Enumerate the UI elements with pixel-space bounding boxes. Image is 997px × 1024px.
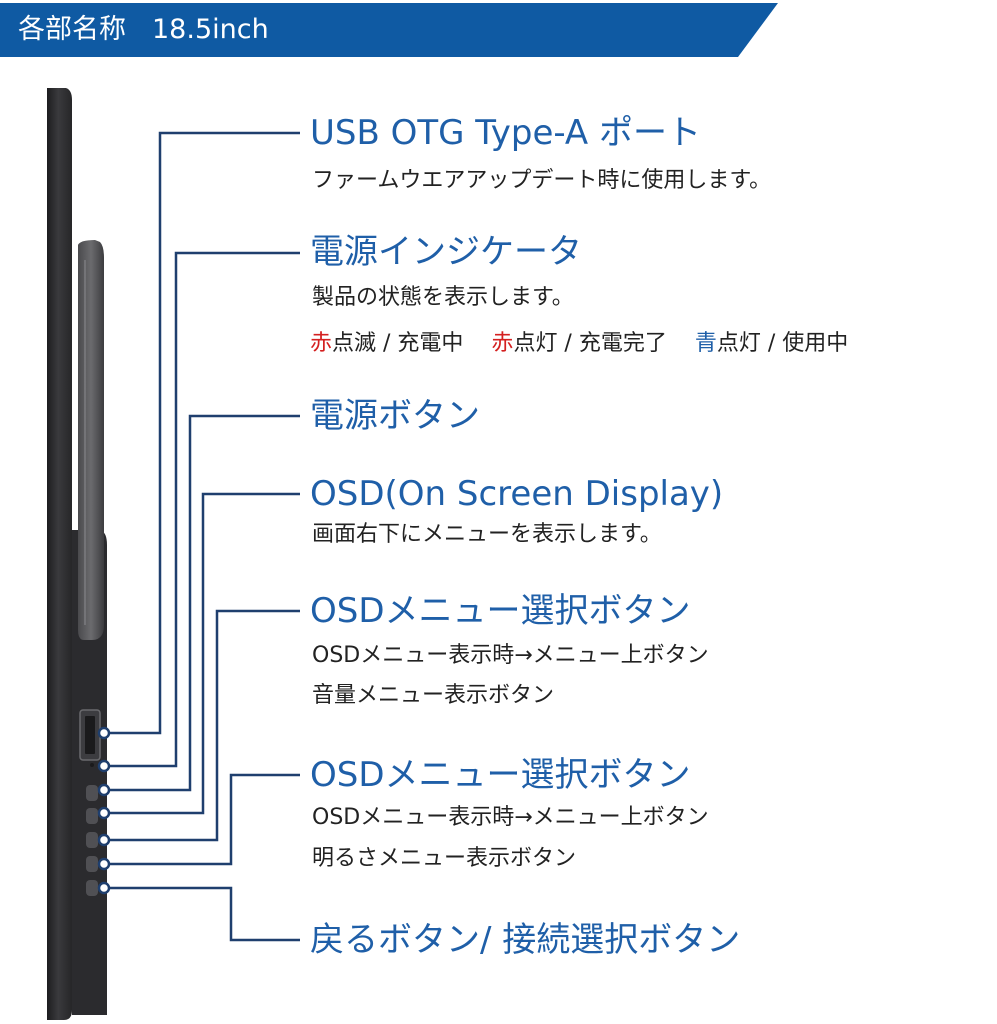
status-blue-solid: 青点灯 / 使用中 [694, 331, 849, 356]
part-desc-osd-volume-1: OSDメニュー表示時→メニュー上ボタン [312, 643, 709, 668]
part-desc-indicator: 製品の状態を表示します。 [312, 285, 574, 310]
header-banner: 各部名称 18.5inch [0, 0, 997, 60]
part-title-usb: USB OTG Type-A ポート [310, 113, 701, 153]
part-desc-osd: 画面右下にメニューを表示します。 [312, 522, 662, 547]
indicator-status-row: 赤点滅 / 充電中 赤点灯 / 充電完了 青点灯 / 使用中 [310, 329, 848, 359]
monitor-rear-housing [72, 530, 107, 1015]
part-title-osd: OSD(On Screen Display) [310, 474, 724, 514]
status-red-blink: 赤点滅 / 充電中 [310, 331, 464, 356]
part-desc-osd-brightness-2: 明るさメニュー表示ボタン [312, 846, 577, 871]
leader-line-back [104, 886, 300, 942]
power-button [86, 785, 98, 801]
header-title: 各部名称 [18, 14, 126, 45]
part-title-osd-brightness: OSDメニュー選択ボタン [310, 755, 691, 795]
osd-button [86, 808, 98, 824]
leader-dot-back [97, 881, 111, 895]
kickstand [78, 240, 104, 640]
power-indicator-led [90, 763, 94, 767]
part-desc-osd-brightness-1: OSDメニュー表示時→メニュー上ボタン [312, 805, 709, 830]
header-text: 各部名称 18.5inch [18, 10, 269, 50]
leader-dot-indicator [97, 759, 111, 773]
leader-line-osd [104, 492, 300, 815]
leader-line-osd-brightness [104, 773, 300, 866]
leader-line-usb [104, 131, 300, 735]
part-title-osd-volume: OSDメニュー選択ボタン [310, 591, 691, 631]
part-desc-usb: ファームウエアアップデート時に使用します。 [312, 168, 772, 193]
osd-brightness-button [86, 856, 98, 872]
leader-dot-usb [97, 726, 111, 740]
part-desc-osd-volume-2: 音量メニュー表示ボタン [312, 683, 555, 708]
leader-line-osd-volume [104, 609, 300, 842]
banner-shape [0, 3, 778, 57]
leader-line-indicator [104, 251, 300, 768]
part-title-back: 戻るボタン/ 接続選択ボタン [310, 920, 741, 960]
leader-line-power [104, 414, 300, 792]
header-subtitle: 18.5inch [152, 14, 269, 45]
leader-dot-power [97, 783, 111, 797]
leader-dot-osd-volume [97, 833, 111, 847]
part-title-power: 電源ボタン [310, 396, 480, 436]
status-red-solid: 赤点灯 / 充電完了 [491, 331, 667, 356]
part-title-indicator: 電源インジケータ [310, 232, 582, 272]
back-input-button [86, 880, 98, 896]
osd-volume-button [86, 832, 98, 848]
monitor-body [47, 88, 72, 1020]
leader-dot-osd [97, 806, 111, 820]
leader-dot-osd-brightness [97, 857, 111, 871]
